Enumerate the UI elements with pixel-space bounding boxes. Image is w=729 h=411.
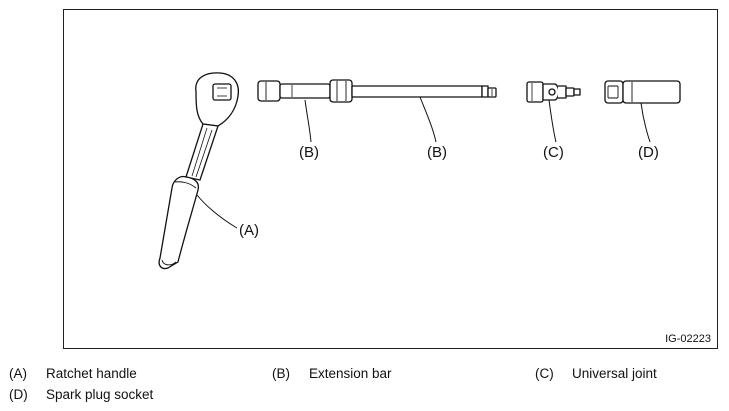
legend-key-a: (A) [9,366,27,381]
figure-frame: IG-02223 [63,9,718,349]
ratchet-handle-drawing [158,72,240,270]
callout-d: (D) [638,144,659,161]
figure-id: IG-02223 [665,333,711,345]
legend-text-a: Ratchet handle [46,366,137,381]
callout-c: (C) [543,144,564,161]
callout-b-right: (B) [427,144,447,161]
legend-key-b: (B) [272,366,290,381]
leader-lines [196,96,651,229]
legend-key-c: (C) [535,366,554,381]
universal-joint-drawing [526,81,581,103]
legend-text-c: Universal joint [572,366,657,381]
legend-text-d: Spark plug socket [46,387,154,402]
callout-b-left: (B) [299,144,319,161]
callout-a: (A) [239,222,259,239]
legend-text-b: Extension bar [309,366,392,381]
spark-plug-socket-drawing [604,80,681,104]
legend-key-d: (D) [9,387,28,402]
extension-bar-drawing [257,79,497,103]
